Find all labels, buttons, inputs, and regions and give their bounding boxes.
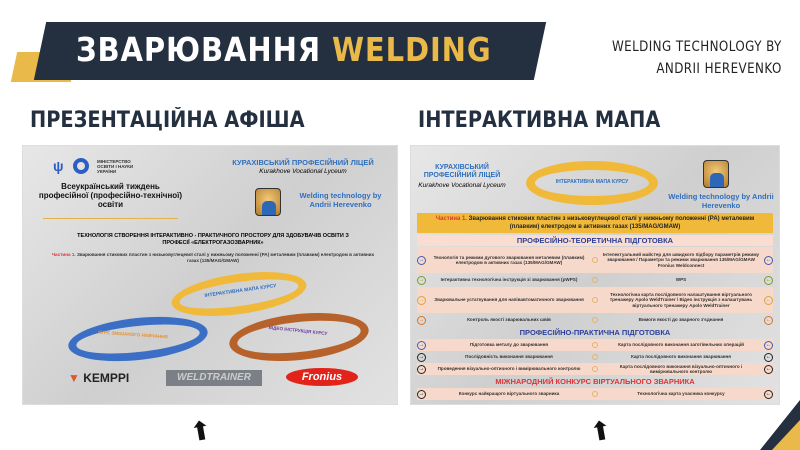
link-dot-icon [592,366,598,372]
author-label: Welding technology by Andrii Herevenko [668,192,774,210]
row-right-label[interactable]: WPS [675,277,687,283]
back-arrow-icon[interactable]: ← [764,340,773,350]
lyceum-name-en: Kurakhove Vocational Lyceum [259,168,347,175]
forward-arrow-icon[interactable]: → [417,389,426,399]
back-arrow-icon[interactable]: ← [764,255,773,265]
link-dot-icon [592,391,598,397]
map-row[interactable]: → Проведення візуально-оптичного і вимір… [417,363,773,375]
map-row[interactable]: → Зварювальне устаткування для напівавто… [417,287,773,313]
map-row[interactable]: → Підготовка металу до зварювання Карта … [417,339,773,351]
forward-arrow-icon[interactable]: → [417,364,426,374]
forward-arrow-icon[interactable]: → [417,295,426,305]
back-arrow-icon[interactable]: ← [764,275,773,285]
part-banner: Частина 1. Зварювання стикових пластин з… [417,213,773,233]
forward-arrow-icon[interactable]: → [417,352,426,362]
corner-decoration-accent [772,420,800,450]
section-title-map: ІНТЕРАКТИВНА МАПА [418,108,661,133]
lyceum-name: КУРАХІВСЬКИЙ ПРОФЕСІЙНИЙ ЛІЦЕЙ [232,158,374,167]
link-dot-icon [592,277,598,283]
map-row[interactable]: → Технологія та режими дугового зварюван… [417,247,773,273]
weldtrainer-logo: WELDTRAINER [166,370,262,386]
kemppi-logo: ▼ KEMPPI [68,371,130,385]
back-arrow-icon[interactable]: ← [764,295,773,305]
lyceum-name: КУРАХІВСЬКИЙ ПРОФЕСІЙНИЙ ЛІЦЕЙ [423,164,501,179]
map-ring-label[interactable]: ІНТЕРАКТИВНА МАПА КУРСУ [555,179,629,185]
poster-slide[interactable]: ψ МІНІСТЕРСТВО ОСВІТИ І НАУКИ УКРАЇНИ Вс… [22,145,398,405]
row-right-label[interactable]: Вимоги якості до зварного з'єднання [638,317,724,323]
trident-icon: ψ [53,158,64,174]
theory-header: ПРОФЕСІЙНО-ТЕОРЕТИЧНА ПІДГОТОВКА [417,235,773,246]
map-row[interactable]: → Інтерактивна технологічна інструкція з… [417,274,773,286]
row-right-label[interactable]: Інтелектуальний майстер для швидкого під… [602,251,760,268]
map-slide[interactable]: КУРАХІВСЬКИЙ ПРОФЕСІЙНИЙ ЛІЦЕЙ Kurakhove… [410,145,780,405]
forward-arrow-icon[interactable]: → [417,340,426,350]
row-right-label[interactable]: Карта послідовного виконання заготівельн… [618,342,744,348]
ministry-label: МІНІСТЕРСТВО ОСВІТИ І НАУКИ УКРАЇНИ [97,159,134,174]
back-arrow-icon[interactable]: ← [764,315,773,325]
map-row[interactable]: → Конкурс найкращого віртуального зварни… [417,388,773,400]
link-dot-icon [592,257,598,263]
forward-arrow-icon[interactable]: → [417,275,426,285]
poster-headline: ТЕХНОЛОГІЯ СТВОРЕННЯ ІНТЕРАКТИВНО - ПРАК… [77,233,349,246]
arrow-up-icon: ⬆ [587,414,615,448]
row-left-label[interactable]: Послідовність виконання зварювання [465,354,553,360]
link-dot-icon [592,317,598,323]
row-left-label[interactable]: Проведення візуально-оптичного і вимірюв… [437,366,581,372]
row-left-label[interactable]: Контроль якості зварювальних швів [467,317,551,323]
row-left-label[interactable]: Технологія та режими дугового зварювання… [433,254,585,266]
map-row[interactable]: → Контроль якості зварювальних швів Вимо… [417,314,773,326]
practice-header: ПРОФЕСІЙНО-ПРАКТИЧНА ПІДГОТОВКА [519,328,671,337]
link-dot-icon [592,342,598,348]
week-title: Всеукраїнський тиждень професійної (проф… [38,182,183,209]
section-title-poster: ПРЕЗЕНТАЦІЙНА АФІША [30,108,305,133]
row-left-label[interactable]: Підготовка металу до зварювання [469,342,549,348]
divider [43,218,178,219]
page-title: ЗВАРЮВАННЯ WELDING [76,30,492,69]
author-label: Welding technology by Andrii Herevenko [299,191,382,209]
map-row[interactable]: → Послідовність виконання зварювання Кар… [417,352,773,362]
row-left-label[interactable]: Зварювальне устаткування для напівавтома… [434,297,584,303]
back-arrow-icon[interactable]: ← [764,364,773,374]
row-right-label[interactable]: Карта послідовного виконання візуально-о… [619,363,743,375]
poster-part: Частина 1. Зварювання стикових пластин з… [51,252,375,263]
forward-arrow-icon[interactable]: → [417,315,426,325]
contest-header: МІЖНАРОДНИЙ КОНКУРС ВІРТУАЛЬНОГО ЗВАРНИК… [495,377,695,386]
link-dot-icon [592,297,598,303]
lyceum-name-en: Kurakhove Vocational Lyceum [418,182,506,189]
map-ring[interactable] [526,161,658,205]
arrow-up-icon: ⬆ [187,414,215,448]
welder-avatar [703,160,729,188]
row-right-label[interactable]: Технологічна карта послідовного налаштув… [609,291,753,308]
row-right-label[interactable]: Технологічна карта учасника конкурсу [637,391,725,397]
back-arrow-icon[interactable]: ← [764,389,773,399]
welder-avatar [255,188,281,216]
link-dot-icon [592,354,598,360]
fronius-logo: Fronius [286,368,358,386]
back-arrow-icon[interactable]: ← [764,352,773,362]
row-right-label[interactable]: Карта послідовного виконання зварювання [631,354,731,360]
mon-logo [73,158,89,174]
row-left-label[interactable]: Інтерактивна технологічна інструкція зі … [440,277,578,283]
row-left-label[interactable]: Конкурс найкращого віртуального зварника [458,391,560,397]
blended-ring[interactable] [66,310,210,368]
forward-arrow-icon[interactable]: → [417,255,426,265]
